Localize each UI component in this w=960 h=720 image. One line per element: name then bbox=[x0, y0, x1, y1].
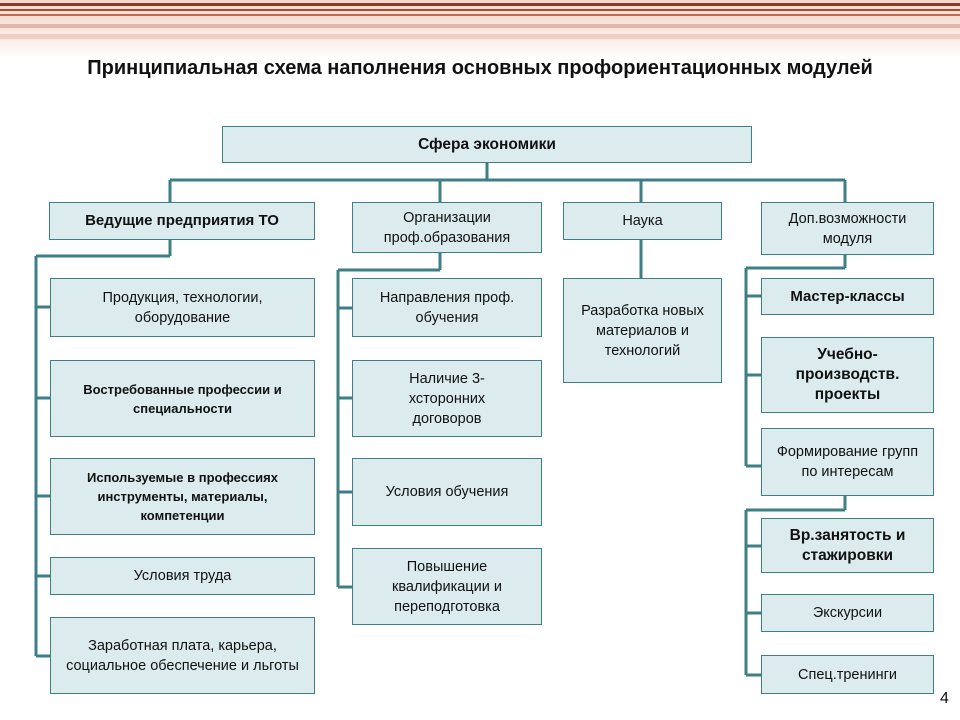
diagram-node: Наличие 3-хсторонних договоров bbox=[352, 360, 542, 437]
column-header: Ведущие предприятия ТО bbox=[49, 202, 315, 240]
page-number: 4 bbox=[940, 690, 949, 707]
header-stripe bbox=[0, 9, 960, 11]
diagram-node: Спец.тренинги bbox=[761, 655, 934, 694]
diagram-node: Вр.занятость и стажировки bbox=[761, 518, 934, 573]
diagram-node: Учебно-производств. проекты bbox=[761, 337, 934, 413]
diagram-node: Повышение квалификации и переподготовка bbox=[352, 548, 542, 625]
header-stripe bbox=[0, 3, 960, 6]
header-stripe bbox=[0, 14, 960, 16]
column-header: Доп.возможности модуля bbox=[761, 202, 934, 255]
diagram-node: Мастер-классы bbox=[761, 278, 934, 315]
diagram-node: Продукция, технологии, оборудование bbox=[50, 278, 315, 337]
root-node: Сфера экономики bbox=[222, 126, 752, 163]
header-decoration bbox=[0, 0, 960, 58]
column-header: Наука bbox=[563, 202, 722, 240]
diagram-node: Заработная плата, карьера, социальное об… bbox=[50, 617, 315, 694]
slide-title: Принципиальная схема наполнения основных… bbox=[87, 57, 873, 79]
column-header: Организации проф.образования bbox=[352, 202, 542, 253]
diagram-node: Формирование групп по интересам bbox=[761, 428, 934, 496]
diagram-node: Востребованные профессии и специальности bbox=[50, 360, 315, 437]
header-stripe bbox=[0, 24, 960, 28]
diagram-node: Используемые в профессиях инструменты, м… bbox=[50, 458, 315, 535]
diagram-node: Экскурсии bbox=[761, 594, 934, 632]
diagram-node: Условия обучения bbox=[352, 458, 542, 526]
diagram-node: Направления проф. обучения bbox=[352, 278, 542, 337]
diagram-node: Разработка новых материалов и технологий bbox=[563, 278, 722, 383]
header-stripe bbox=[0, 34, 960, 39]
diagram-node: Условия труда bbox=[50, 557, 315, 595]
